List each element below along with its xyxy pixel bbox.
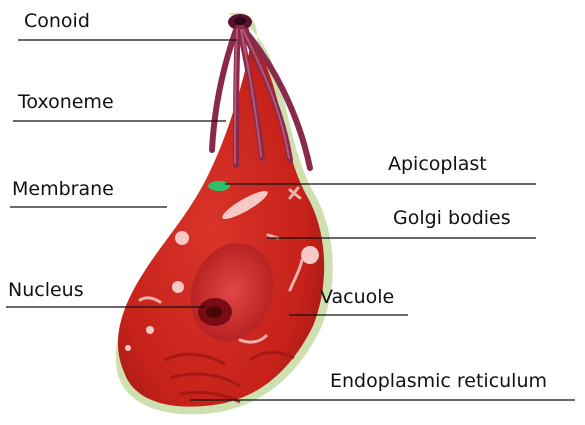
label-toxoneme: Toxoneme [18,93,114,112]
label-conoid: Conoid [24,12,90,31]
label-membrane: Membrane [12,180,114,199]
label-apicoplast: Apicoplast [388,155,487,174]
label-golgi-bodies: Golgi bodies [393,209,511,228]
apicoplast-organelle [208,181,230,191]
label-endoplasmic-reticulum: Endoplasmic reticulum [330,372,547,391]
label-nucleus: Nucleus [8,281,84,300]
label-vacuole: Vacuole [320,288,394,307]
